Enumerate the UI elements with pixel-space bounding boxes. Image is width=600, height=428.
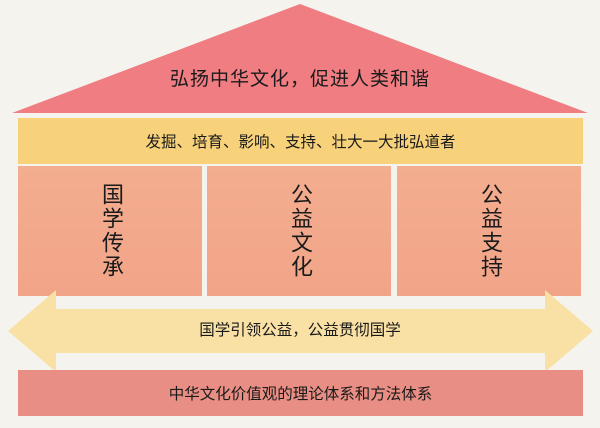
- pillar-label: 公益文化: [287, 183, 312, 279]
- foundation-bar: 中华文化价值观的理论体系和方法体系: [18, 370, 583, 416]
- pillar-label: 公益支持: [477, 183, 502, 279]
- roof-title: 弘扬中华文化，促进人类和谐: [169, 68, 430, 90]
- pillar-gongyi-zhichi: 公益支持: [397, 166, 581, 296]
- pillar-gongyi-wenhua: 公益文化: [207, 166, 391, 296]
- band-text: 发掘、培育、影响、支持、壮大一大批弘道者: [145, 133, 456, 151]
- arrow-text: 国学引领公益，公益贯彻国学: [199, 321, 401, 339]
- foundation-text: 中华文化价值观的理论体系和方法体系: [168, 385, 433, 403]
- roof-triangle: [12, 4, 588, 113]
- yellow-band: 发掘、培育、影响、支持、壮大一大批弘道者: [18, 118, 583, 164]
- double-arrow: [8, 290, 593, 372]
- pillar-label: 国学传承: [98, 183, 123, 279]
- pillar-guoxue-chuancheng: 国学传承: [18, 166, 202, 296]
